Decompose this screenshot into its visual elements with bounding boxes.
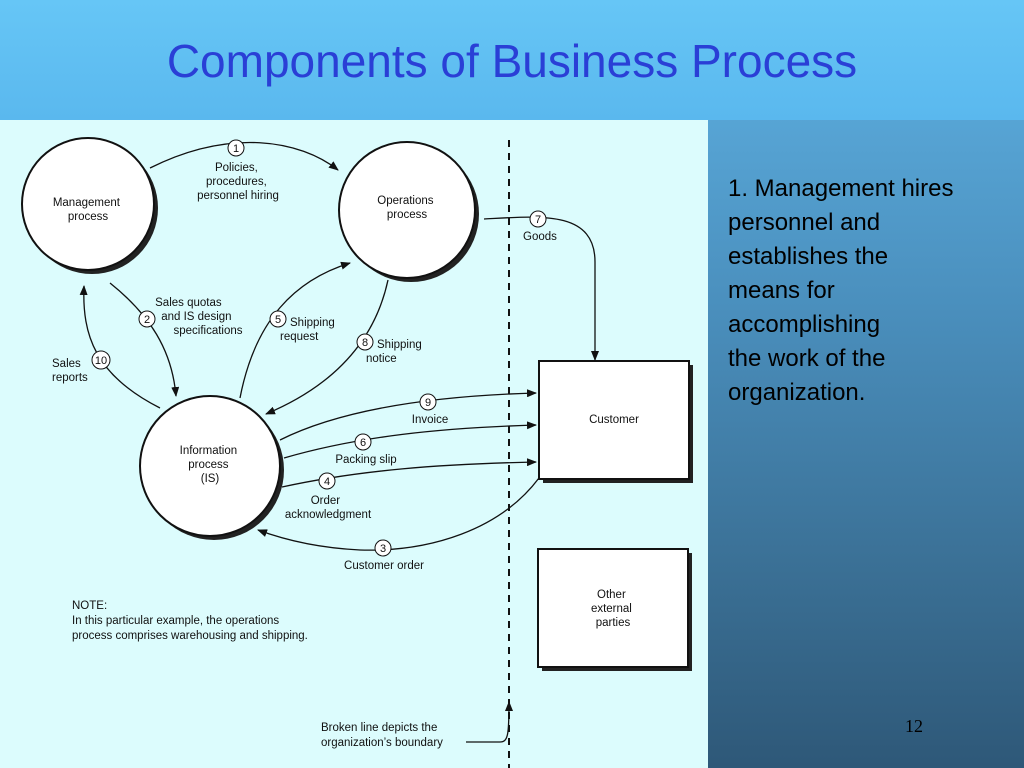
svg-text:3: 3 [380, 543, 386, 555]
slide-bullet-text: 1. Management hires personnel and establ… [728, 175, 954, 406]
title-band [0, 0, 1024, 120]
svg-text:2: 2 [144, 314, 150, 326]
information-process-label: Information process (IS) [180, 445, 241, 485]
flow-7-arrow [483, 216, 599, 361]
flow-4-arrow [281, 458, 537, 488]
customer-node: Customer [538, 360, 693, 483]
svg-text:1: 1 [233, 143, 239, 155]
flow-3-label: Customer order [344, 560, 424, 572]
svg-text:7: 7 [535, 214, 541, 226]
page-number: 12 [905, 716, 923, 736]
other-external-parties-node: Other external parties [537, 548, 692, 671]
flow-5-arrow [239, 261, 351, 399]
management-process-label: Management process [53, 197, 123, 223]
operations-process-node: Operations process [338, 141, 479, 282]
flow-3-badge: 3 [374, 539, 392, 557]
flow-6-label: Packing slip [335, 454, 396, 466]
flow-9-badge: 9 [419, 393, 437, 411]
slide-title: Components of Business Process [166, 35, 858, 87]
flow-8-arrow [265, 279, 389, 415]
svg-text:8: 8 [362, 337, 368, 349]
flow-2-label: Sales quotas and IS design specification… [155, 297, 243, 337]
flow-5-label: Shipping request [280, 317, 338, 343]
svg-text:6: 6 [360, 437, 366, 449]
svg-text:5: 5 [275, 314, 281, 326]
flow-9-arrow [279, 389, 537, 441]
flow-4-label: Order acknowledgment [285, 495, 372, 521]
flow-2-arrow [109, 282, 180, 397]
boundary-note: Broken line depicts the organization’s b… [321, 722, 443, 749]
diagram-panel: Management process Operations process In… [0, 120, 708, 768]
business-process-diagram: Management process Operations process In… [21, 137, 693, 768]
flow-10-label: Sales reports [52, 358, 88, 384]
operations-process-label: Operations process [377, 195, 436, 221]
flow-1-label: Policies, procedures, personnel hiring [197, 162, 279, 202]
flow-9-label: Invoice [412, 414, 448, 426]
flow-2-badge: 2 [138, 310, 156, 328]
svg-text:10: 10 [95, 355, 107, 367]
flow-5-badge: 5 [269, 310, 287, 328]
svg-text:9: 9 [425, 397, 431, 409]
other-external-parties-label: Other external parties [591, 589, 635, 629]
flow-1-badge: 1 [227, 139, 245, 157]
customer-label: Customer [589, 414, 639, 426]
flow-6-badge: 6 [354, 433, 372, 451]
flow-8-badge: 8 [356, 333, 374, 351]
information-process-node: Information process (IS) [139, 395, 284, 540]
svg-text:4: 4 [324, 476, 330, 488]
flow-10-arrow [79, 285, 161, 409]
flow-6-arrow [283, 421, 537, 459]
flow-7-label: Goods [523, 231, 557, 243]
management-process-node: Management process [21, 137, 158, 274]
flow-10-badge: 10 [91, 350, 111, 370]
flow-1-arrow [149, 141, 339, 171]
boundary-note-arrow [466, 701, 513, 743]
flow-7-badge: 7 [529, 210, 547, 228]
flow-8-label: Shipping notice [366, 339, 425, 365]
flow-3-arrow [257, 477, 540, 551]
diagram-note: NOTE: In this particular example, the op… [72, 600, 308, 642]
flow-4-badge: 4 [318, 472, 336, 490]
